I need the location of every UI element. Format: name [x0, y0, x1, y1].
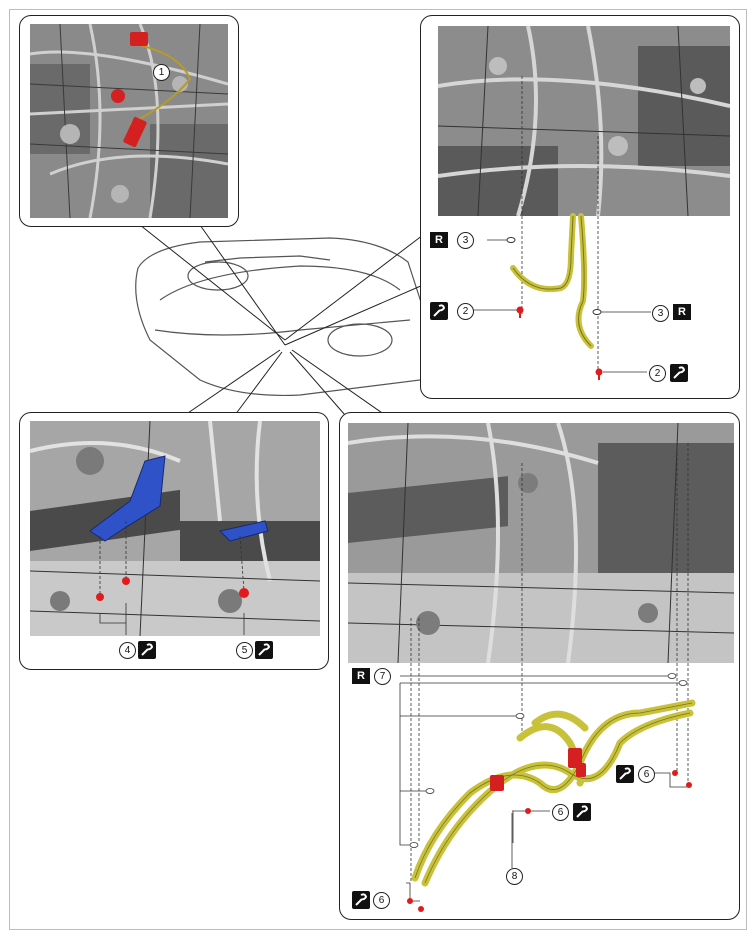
- connector-red: [130, 32, 148, 46]
- wrench-icon: [616, 765, 634, 783]
- wrench-icon: [573, 803, 591, 821]
- diagram-frame: [9, 9, 747, 930]
- wrench-icon: [255, 641, 273, 659]
- wrench-icon: [430, 302, 448, 320]
- callout-3: 3: [457, 232, 474, 249]
- wrench-icon: [352, 891, 370, 909]
- replace-tag: R: [352, 668, 370, 684]
- callout-3: 3: [652, 305, 669, 322]
- callout-8: 8: [506, 868, 523, 885]
- engine-photo-a: [30, 24, 228, 218]
- callout-5: 5: [236, 642, 253, 659]
- callout-2: 2: [457, 303, 474, 320]
- engine-photo-b: [438, 26, 730, 216]
- callout-6: 6: [552, 804, 569, 821]
- replace-tag: R: [673, 304, 691, 320]
- engine-photo-c: [30, 421, 320, 636]
- panel-connector-detail: 1: [19, 15, 239, 227]
- callout-6: 6: [373, 892, 390, 909]
- callout-1: 1: [153, 64, 170, 81]
- wrench-icon: [670, 364, 688, 382]
- wrench-icon: [138, 641, 156, 659]
- panel-hose-assembly: R 7 6 6 8 6: [339, 412, 740, 920]
- callout-6: 6: [638, 766, 655, 783]
- replace-tag: R: [430, 232, 448, 248]
- callout-2: 2: [649, 365, 666, 382]
- panel-hose-detail: R 3 2 3 R 2: [420, 15, 740, 399]
- callout-7: 7: [374, 668, 391, 685]
- callout-4: 4: [119, 642, 136, 659]
- engine-photo-d: [348, 423, 734, 663]
- panel-bracket-detail: 4 5: [19, 412, 329, 670]
